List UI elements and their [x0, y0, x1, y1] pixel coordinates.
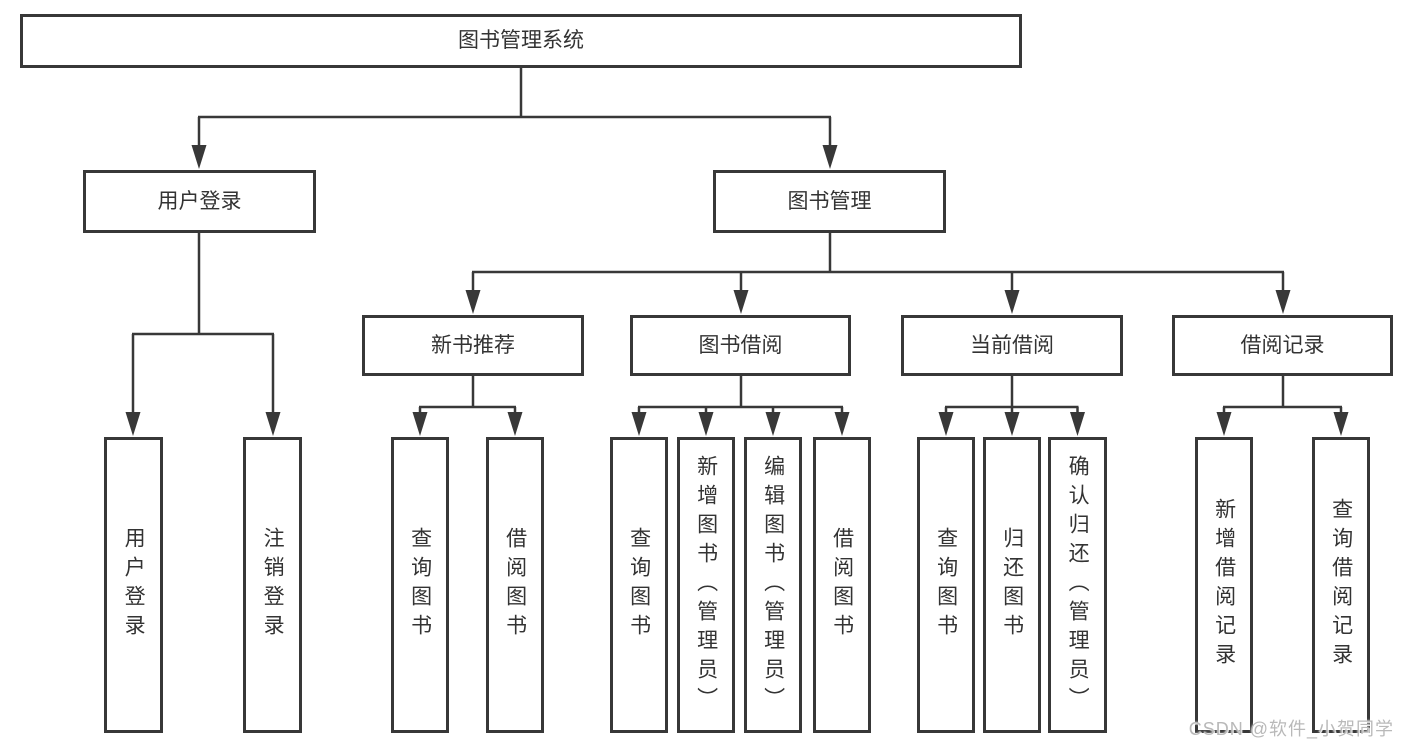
leaf-query-books-borrowing: 查询图书 — [610, 437, 668, 733]
node-current-borrowing: 当前借阅 — [901, 315, 1123, 376]
leaf-logout: 注销登录 — [243, 437, 302, 733]
connector-root-to-level2 — [191, 68, 838, 169]
connector-borrowing-records-to-leaves — [1216, 376, 1349, 436]
node-borrowing-records: 借阅记录 — [1172, 315, 1393, 376]
connector-user-login-to-leaves — [125, 233, 281, 436]
connector-book-management-to-level3 — [465, 233, 1291, 314]
node-new-book-recommend: 新书推荐 — [362, 315, 584, 376]
csdn-watermark: CSDN @软件_小贺同学 — [1188, 719, 1394, 739]
connector-new-book-recommend-to-leaves — [412, 376, 523, 436]
leaf-borrow-books-recommend: 借阅图书 — [486, 437, 544, 733]
leaf-confirm-return-admin: 确认归还（管理员） — [1048, 437, 1107, 733]
leaf-return-books: 归还图书 — [983, 437, 1041, 733]
leaf-add-borrow-record: 新增借阅记录 — [1195, 437, 1253, 733]
node-user-login: 用户登录 — [83, 170, 316, 233]
leaf-edit-books-admin: 编辑图书（管理员） — [744, 437, 802, 733]
leaf-borrow-books-borrowing: 借阅图书 — [813, 437, 871, 733]
connector-current-borrowing-to-leaves — [938, 376, 1085, 436]
leaf-query-books-recommend: 查询图书 — [391, 437, 449, 733]
node-book-borrowing: 图书借阅 — [630, 315, 851, 376]
leaf-query-books-current: 查询图书 — [917, 437, 975, 733]
leaf-user-login: 用户登录 — [104, 437, 163, 733]
connector-book-borrowing-to-leaves — [631, 376, 850, 436]
node-library-management-system: 图书管理系统 — [20, 14, 1022, 68]
leaf-add-books-admin: 新增图书（管理员） — [677, 437, 735, 733]
leaf-query-borrow-record: 查询借阅记录 — [1312, 437, 1370, 733]
node-book-management: 图书管理 — [713, 170, 946, 233]
